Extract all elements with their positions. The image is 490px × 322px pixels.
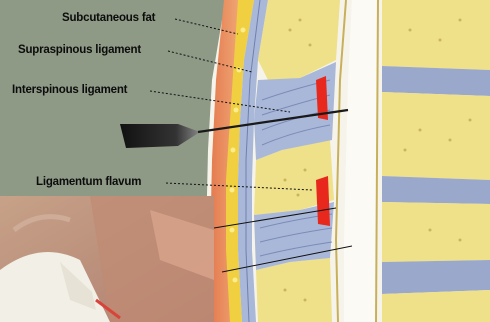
- vertebral-bodies: [382, 0, 490, 322]
- label-subcutaneous-fat: Subcutaneous fat: [62, 12, 155, 25]
- gloved-hand-injection-photo: [0, 196, 214, 322]
- ligamentum-flavum-lower: [316, 176, 330, 226]
- label-ligamentum-flavum: Ligamentum flavum: [36, 176, 141, 189]
- spinous-process-lower: [256, 258, 332, 322]
- label-supraspinous-ligament: Supraspinous ligament: [18, 44, 141, 57]
- label-interspinous-ligament: Interspinous ligament: [12, 84, 127, 97]
